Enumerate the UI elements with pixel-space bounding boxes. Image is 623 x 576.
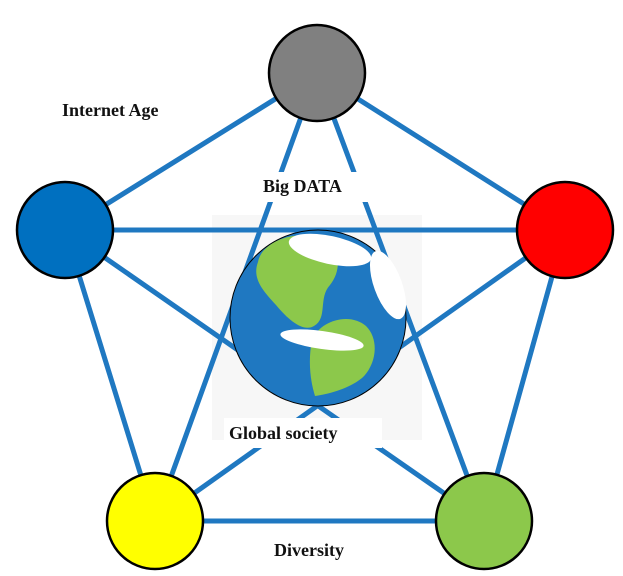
label-diversity: Diversity	[274, 540, 344, 560]
edge-left-bottomleft	[62, 227, 158, 524]
globe-cloud	[280, 329, 364, 351]
node-bottom-left	[105, 471, 205, 571]
node-right	[515, 180, 615, 280]
global-label-backdrop	[224, 418, 382, 448]
bigdata-label-backdrop	[258, 172, 370, 202]
label-big-data: Big DATA	[263, 176, 342, 196]
globe-icon	[229, 229, 407, 407]
nodes	[15, 23, 615, 571]
globe-cloud	[369, 250, 407, 320]
edge-top-left	[62, 70, 320, 233]
label-global-society: Global society	[229, 423, 338, 443]
node-top	[267, 23, 367, 123]
node-left	[15, 180, 115, 280]
edge-right-bottomright	[481, 227, 568, 524]
label-internet-age: Internet Age	[62, 100, 159, 120]
globe-cloud	[288, 233, 372, 267]
node-bottom-right	[434, 471, 534, 571]
